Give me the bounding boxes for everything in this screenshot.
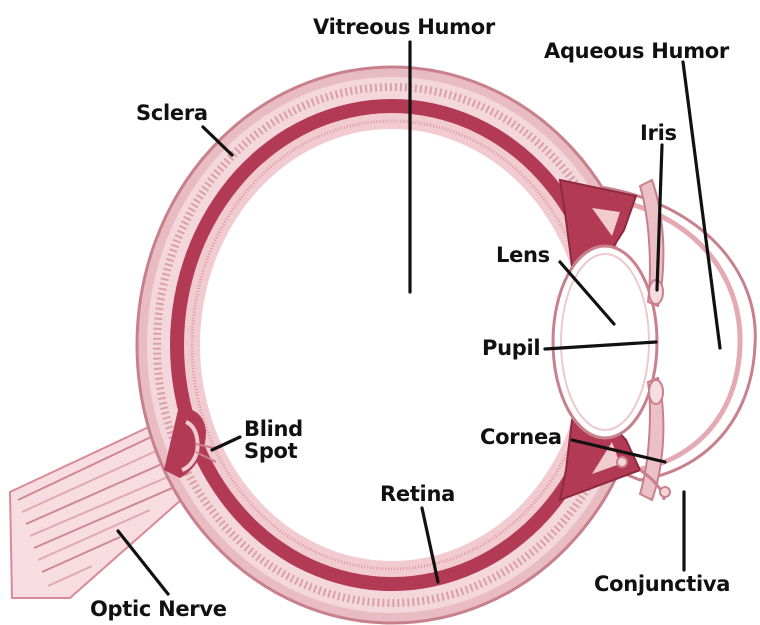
label-blind-spot-line2: Spot: [244, 439, 298, 463]
label-vitreous-humor: Vitreous Humor: [313, 15, 496, 39]
label-conjunctiva: Conjunctiva: [594, 572, 730, 596]
label-aqueous-humor: Aqueous Humor: [544, 39, 730, 63]
label-optic-nerve: Optic Nerve: [90, 597, 227, 621]
label-sclera: Sclera: [136, 101, 208, 125]
label-lens: Lens: [496, 243, 550, 267]
label-cornea: Cornea: [480, 425, 562, 449]
label-retina: Retina: [380, 482, 455, 506]
front-segment-illustration: [553, 180, 755, 500]
leader-optic-nerve: [118, 531, 168, 594]
label-iris: Iris: [640, 121, 677, 145]
label-blind-spot-line1: Blind: [244, 417, 303, 441]
label-pupil: Pupil: [482, 336, 540, 360]
